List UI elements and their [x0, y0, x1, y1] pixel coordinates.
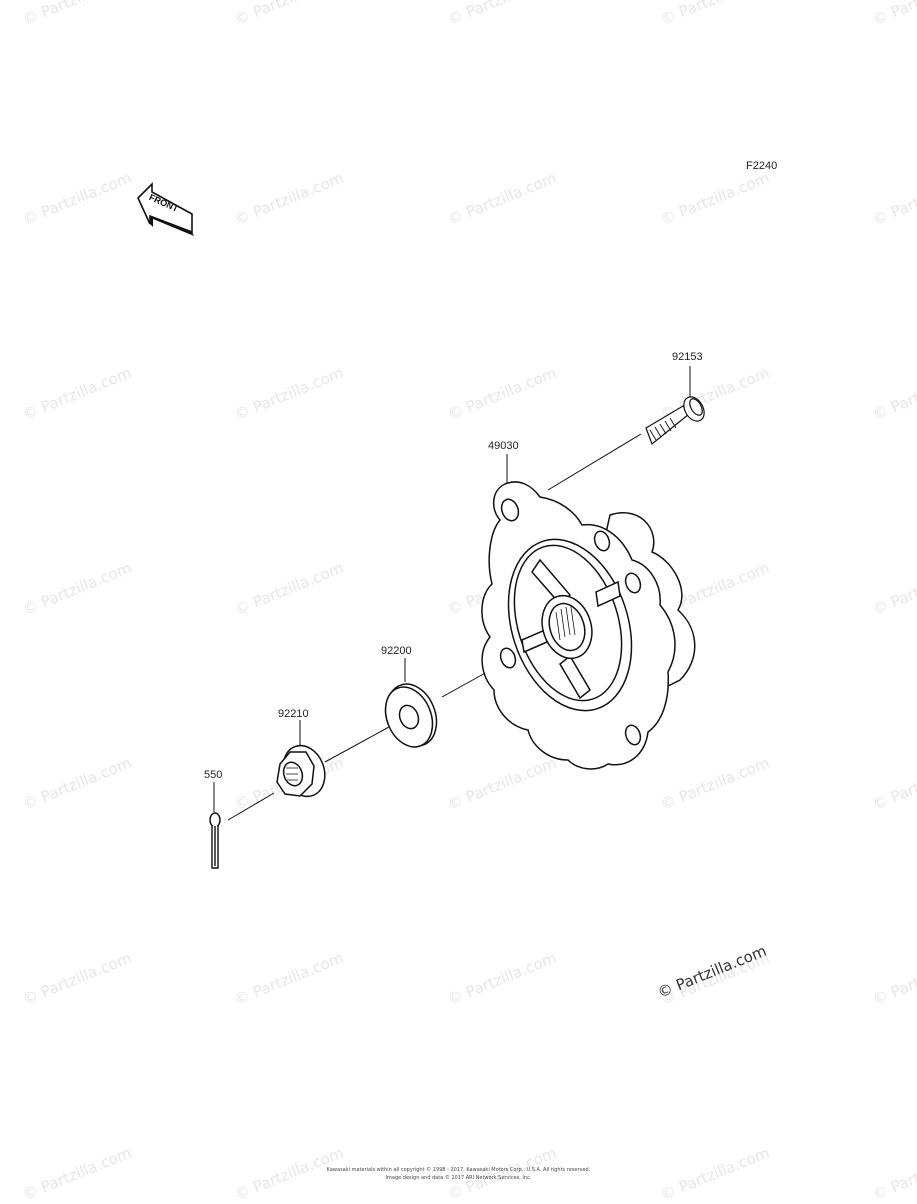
copyright-line-1: Kawasaki materials within all copyright … [326, 1167, 591, 1173]
hub-49030 [481, 481, 696, 770]
nut-92210 [276, 744, 326, 798]
part-label-92200: 92200 [381, 645, 412, 657]
diagram-code: F2240 [746, 160, 778, 172]
washer-92200 [384, 683, 438, 748]
part-label-92153: 92153 [672, 351, 703, 363]
part-label-92210: 92210 [278, 708, 309, 720]
bolt-92153 [645, 396, 705, 445]
part-label-550: 550 [204, 769, 223, 781]
cotter-pin-550 [209, 812, 221, 869]
front-arrow-icon: FRONT [137, 182, 194, 236]
part-label-49030: 49030 [488, 440, 519, 452]
copyright-line-2: Image design and data © 2017 ARI Network… [385, 1175, 532, 1181]
